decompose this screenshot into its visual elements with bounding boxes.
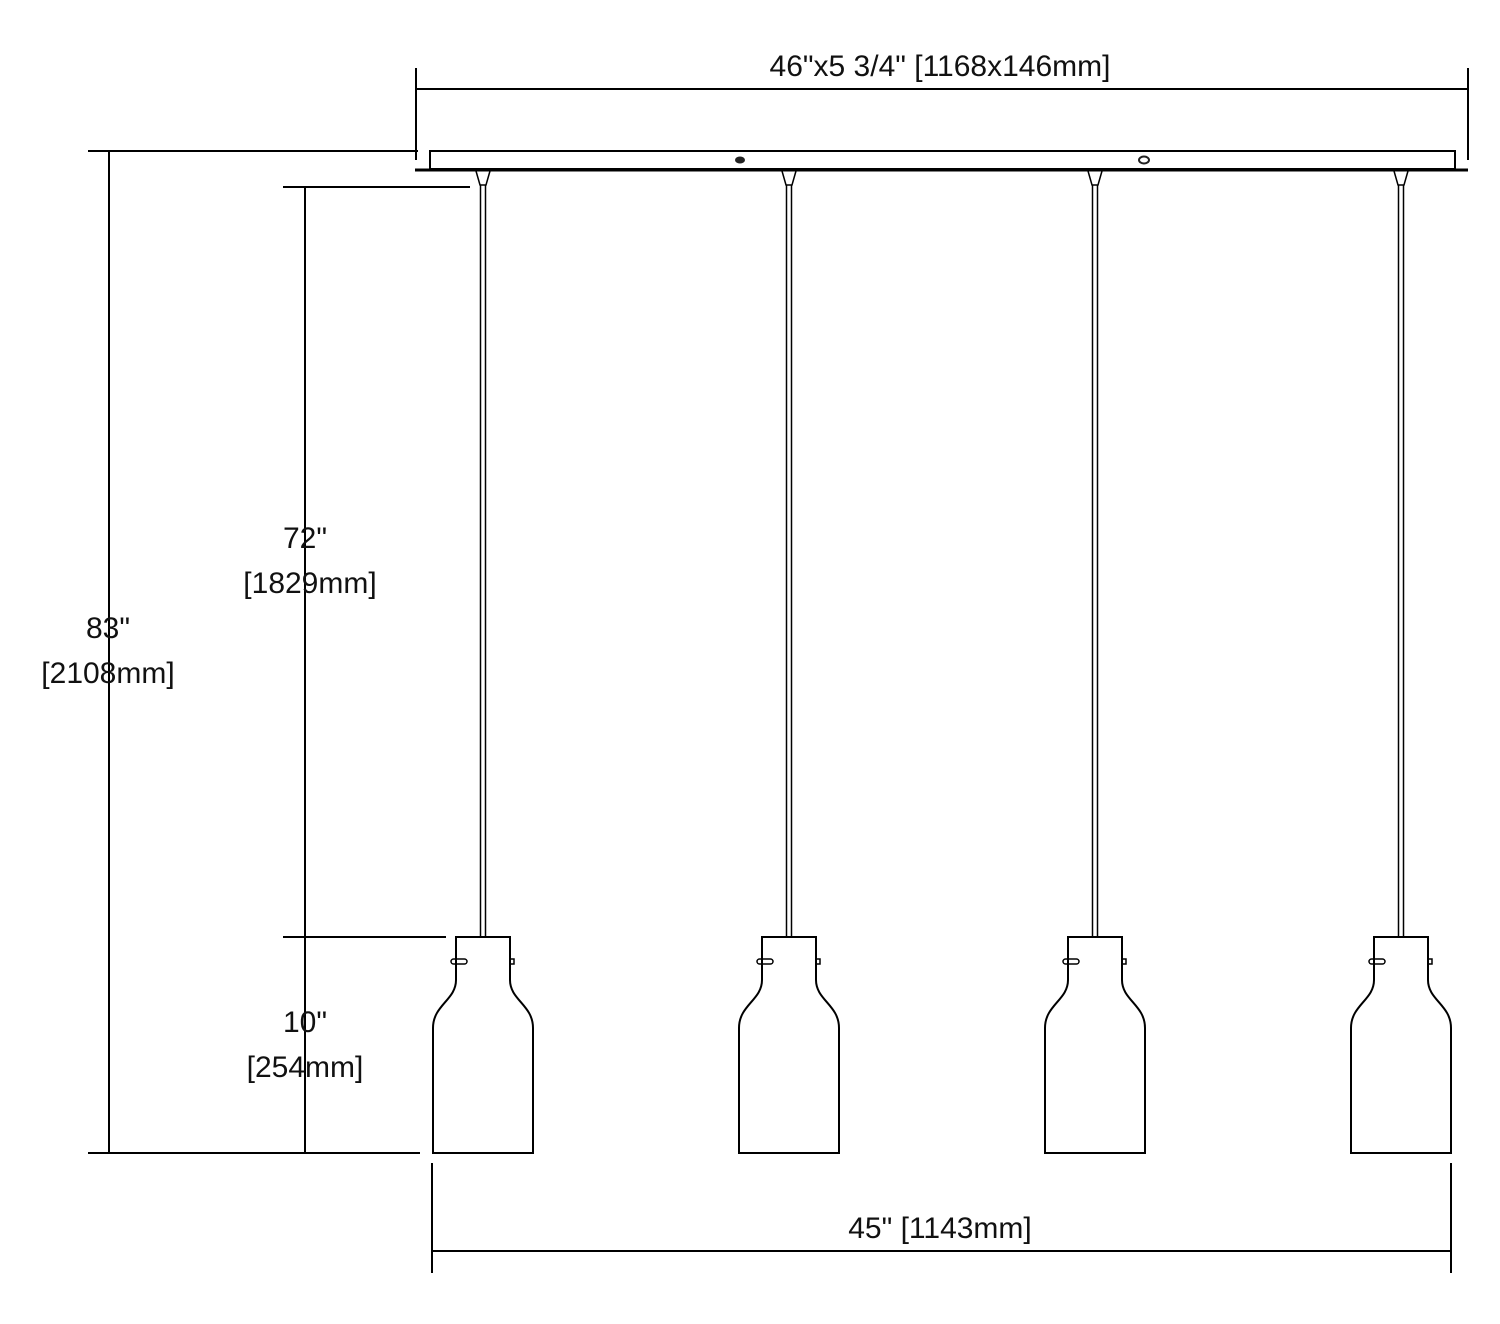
bottle-shade: [1044, 936, 1146, 1154]
cord-fitting: [1087, 170, 1103, 186]
cord-fitting: [781, 170, 797, 186]
pendant: [432, 170, 534, 1154]
overall-height-in: 83": [86, 612, 130, 645]
pendant: [1044, 170, 1146, 1154]
cord-fitting: [475, 170, 491, 186]
cord-length-mm: [1829mm]: [243, 567, 376, 600]
shade-height-dimension: 10" [254mm]: [247, 1006, 364, 1084]
cord-fitting: [1393, 170, 1409, 186]
span-width-dimension: 45" [1143mm]: [431, 1163, 1452, 1273]
bottle-shade: [1350, 936, 1452, 1154]
cord-length-dimension: 72" [1829mm]: [243, 186, 470, 1153]
canopy-width-dimension: 46"x5 3/4" [1168x146mm]: [415, 50, 1469, 160]
overall-height-mm: [2108mm]: [41, 657, 174, 690]
bottle-shade: [738, 936, 840, 1154]
canopy-width-label: 46"x5 3/4" [1168x146mm]: [770, 50, 1111, 83]
canopy: [415, 150, 1468, 172]
shade-height-mm: [254mm]: [247, 1051, 364, 1084]
overall-height-dimension: 83" [2108mm]: [41, 150, 420, 1154]
canopy-screw-icon: [1138, 155, 1150, 165]
canopy-screw-icon: [735, 156, 745, 164]
cord-length-in: 72": [283, 522, 327, 555]
pendants: [432, 170, 1452, 1154]
bottle-shade: [432, 936, 534, 1154]
span-width-label: 45" [1143mm]: [848, 1212, 1032, 1245]
pendant: [1350, 170, 1452, 1154]
pendant: [738, 170, 840, 1154]
shade-height-in: 10": [283, 1006, 327, 1039]
